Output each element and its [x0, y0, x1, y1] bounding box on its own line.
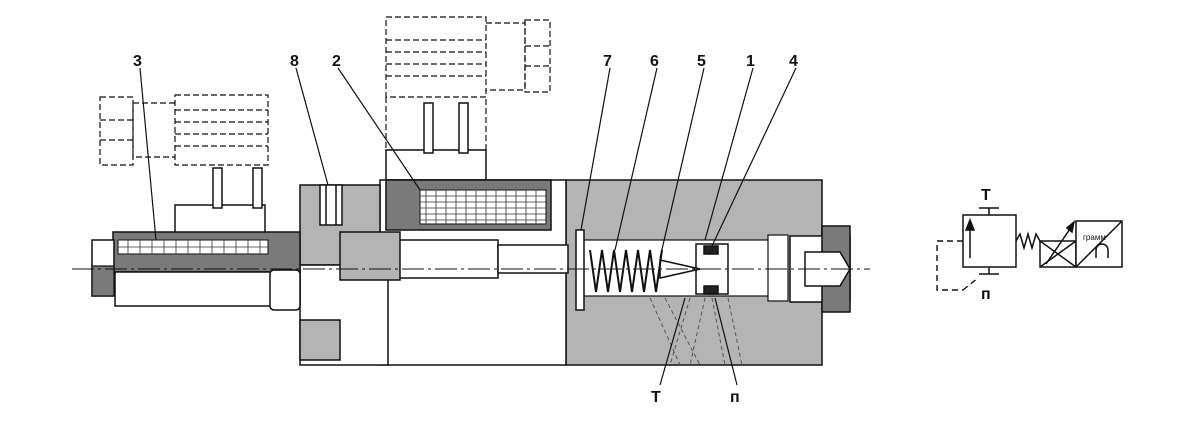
symbol-port-bottom: п — [981, 286, 991, 303]
leader-lines — [139, 67, 797, 386]
label-4: 4 — [789, 53, 798, 70]
label-8: 8 — [290, 53, 299, 70]
label-7: 7 — [603, 53, 612, 70]
port-label-tank: T — [651, 389, 661, 406]
port-label-pressure: п — [730, 389, 740, 406]
label-2: 2 — [332, 53, 341, 70]
coil-grid — [420, 190, 546, 224]
armature — [339, 231, 569, 281]
connector-left-phantom — [99, 94, 269, 166]
symbol-pilot-line — [936, 240, 979, 291]
symbol-actuator-text: грамм — [1083, 233, 1106, 242]
connector-left-plug — [174, 167, 266, 236]
adjusting-screw — [319, 184, 343, 226]
left-solenoid — [91, 231, 301, 311]
hydraulic-symbol — [962, 207, 1123, 275]
label-6: 6 — [650, 53, 659, 70]
label-5: 5 — [697, 53, 706, 70]
connector-top-plug — [385, 102, 487, 181]
spring — [589, 249, 663, 293]
valve-housing — [565, 179, 823, 366]
spring-plate — [575, 229, 585, 311]
left-solenoid-grid — [118, 240, 268, 254]
label-1: 1 — [746, 53, 755, 70]
label-3: 3 — [133, 53, 142, 70]
symbol-port-top: T — [981, 187, 991, 204]
flow-channels — [649, 297, 743, 366]
